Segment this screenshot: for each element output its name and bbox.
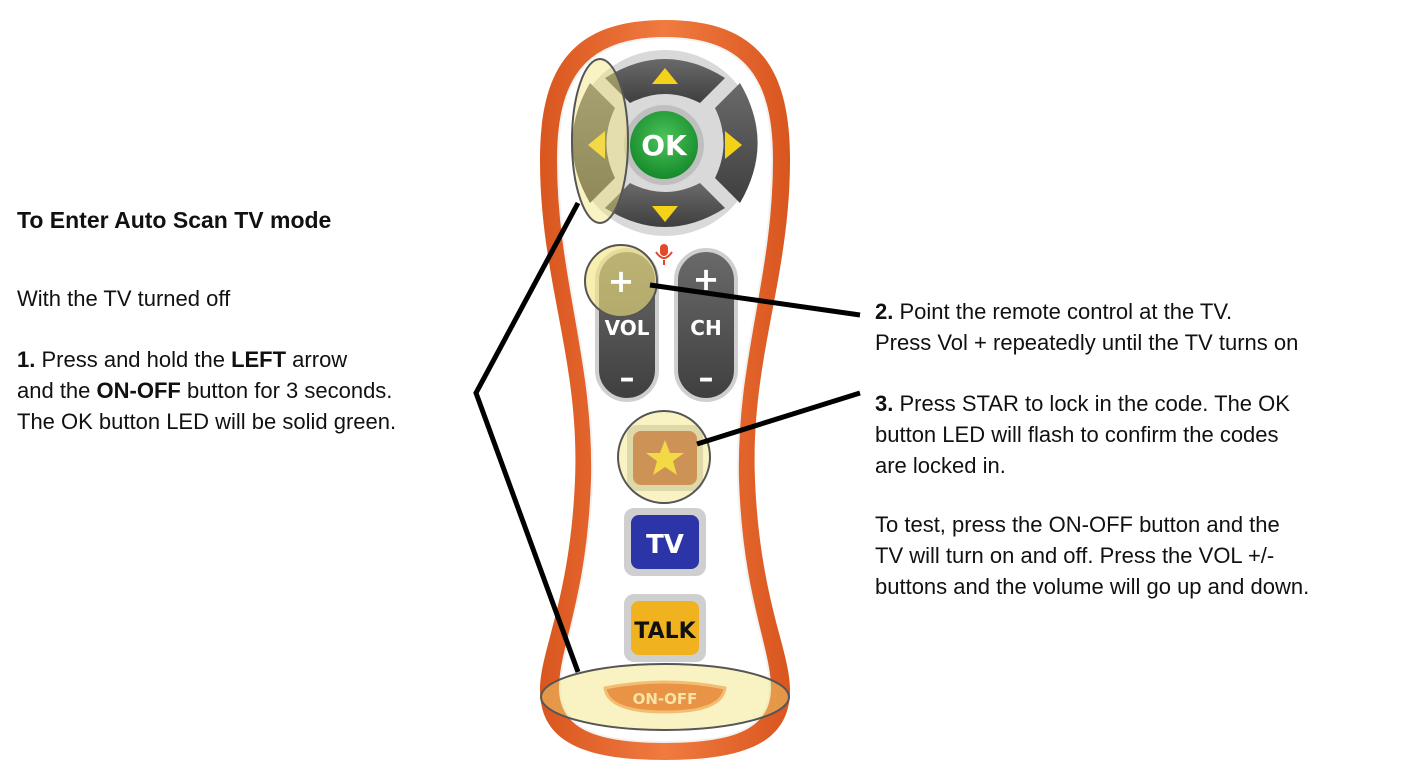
step2-number: 2. xyxy=(875,299,894,324)
callout-line-step2 xyxy=(649,282,861,318)
step1-line2-post: button for 3 seconds. xyxy=(180,378,393,403)
step3-line3: are locked in. xyxy=(875,453,1006,478)
step1-line3: The OK button LED will be solid green. xyxy=(17,409,397,434)
step2-text: 2. Point the remote control at the TV. P… xyxy=(875,296,1395,358)
arrow-right-icon xyxy=(725,131,742,159)
vol-label: VOL xyxy=(605,316,650,340)
step2-line1: Point the remote control at the TV. xyxy=(893,299,1233,324)
step1-line2-pre: and the xyxy=(17,378,97,403)
vol-minus-symbol: – xyxy=(620,361,635,396)
talk-button xyxy=(631,601,699,655)
step3-line2: button LED will flash to confirm the cod… xyxy=(875,422,1279,447)
ch-rocker xyxy=(674,248,738,402)
step1-number: 1. xyxy=(17,347,36,372)
step3-text: 3. Press STAR to lock in the code. The O… xyxy=(875,388,1395,481)
ch-label: CH xyxy=(690,316,721,340)
step1-left-bold: LEFT xyxy=(231,347,287,372)
tv-label: TV xyxy=(646,530,684,560)
arrow-left-icon xyxy=(588,131,605,159)
test-line3: buttons and the volume will go up and do… xyxy=(875,574,1310,599)
arrow-up-icon xyxy=(652,68,678,84)
heading: To Enter Auto Scan TV mode xyxy=(17,207,332,233)
star-icon xyxy=(646,440,684,475)
vol-plus-symbol: + xyxy=(608,262,635,300)
ch-minus-symbol: – xyxy=(699,361,714,396)
callout-lines xyxy=(473,201,861,673)
talk-label: TALK xyxy=(634,619,696,644)
test-line2: TV will turn on and off. Press the VOL +… xyxy=(875,543,1275,568)
tv-button xyxy=(631,515,699,569)
arrow-down-icon xyxy=(652,206,678,222)
ok-button xyxy=(630,111,698,179)
highlight-onoff xyxy=(540,663,790,731)
step3-number: 3. xyxy=(875,391,894,416)
ok-label: OK xyxy=(641,129,688,162)
test-text: To test, press the ON-OFF button and the… xyxy=(875,509,1405,602)
highlight-vol-plus xyxy=(584,244,658,318)
highlight-left-arrow xyxy=(571,58,629,224)
test-line1: To test, press the ON-OFF button and the xyxy=(875,512,1280,537)
intro-text: With the TV turned off xyxy=(17,286,231,311)
callout-line-step1 xyxy=(473,201,581,673)
highlight-star xyxy=(617,410,711,504)
step1-line1-post: arrow xyxy=(286,347,348,372)
step1-line1-pre: Press and hold the xyxy=(41,347,232,372)
step3-line1: Press STAR to lock in the code. The OK xyxy=(893,391,1290,416)
dpad-down xyxy=(605,183,725,227)
step2-line2: Press Vol + repeatedly until the TV turn… xyxy=(875,330,1299,355)
onoff-label: ON-OFF xyxy=(633,690,698,708)
onoff-button xyxy=(603,680,727,714)
step1-onoff-bold: ON-OFF xyxy=(96,378,181,403)
microphone-icon xyxy=(655,244,673,265)
step1-text: 1. Press and hold the LEFT arrow and the… xyxy=(17,344,477,437)
callout-line-step3 xyxy=(696,390,861,447)
